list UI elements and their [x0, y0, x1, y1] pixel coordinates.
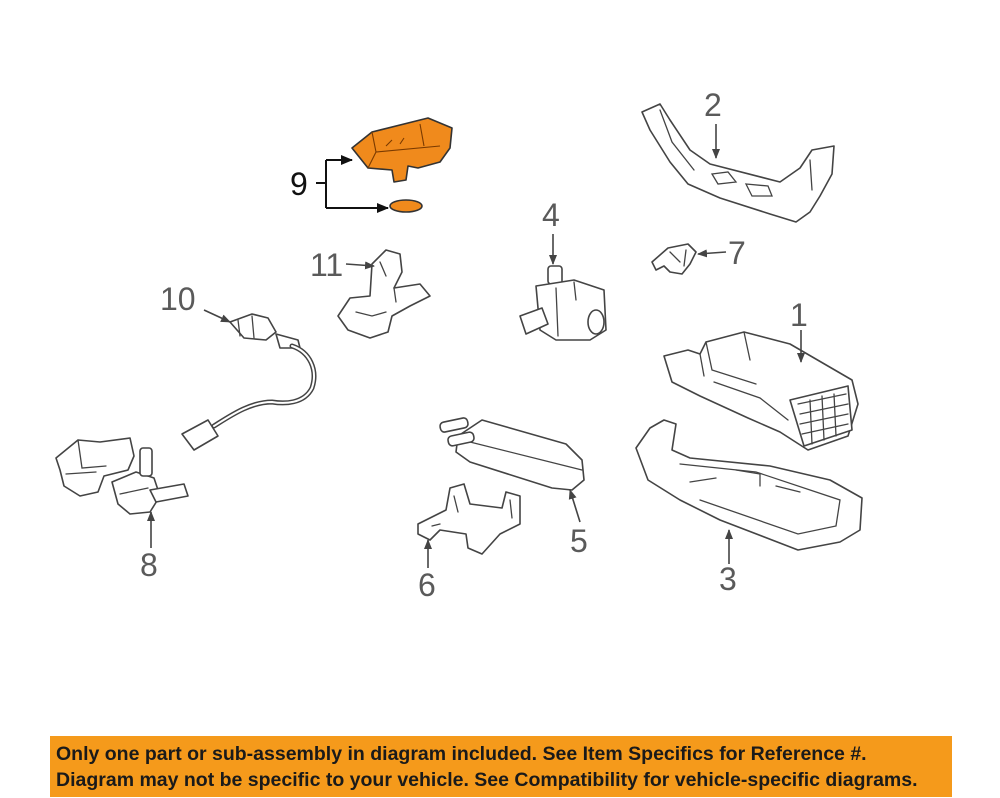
- leader-10: [203, 309, 231, 323]
- part-6-bracket: [417, 483, 521, 555]
- disclaimer-line-2: Diagram may not be specific to your vehi…: [56, 769, 918, 791]
- part-10-sensor: [181, 313, 317, 451]
- callout-4: 4: [542, 197, 560, 233]
- part-4-valve: [519, 265, 607, 341]
- callout-11: 11: [310, 247, 343, 283]
- callout-8: 8: [140, 547, 158, 583]
- callout-9-bracket: [316, 155, 389, 213]
- leader-5: [568, 489, 581, 523]
- callout-2: 2: [704, 87, 722, 123]
- disclaimer-line-1: Only one part or sub-assembly in diagram…: [56, 743, 867, 765]
- callout-7: 7: [728, 235, 746, 271]
- part-3-tray: [635, 419, 863, 551]
- callout-5: 5: [570, 523, 588, 559]
- parts-diagram: 9 2 7 4 11 10: [55, 87, 863, 603]
- part-2-bracket: [641, 103, 835, 223]
- callout-9: 9: [290, 166, 308, 202]
- part-9-highlighted-sensor: [351, 117, 453, 213]
- callout-6: 6: [418, 567, 436, 603]
- part-7-clip: [651, 243, 697, 275]
- leader-7: [697, 249, 727, 258]
- part-11-bracket: [337, 249, 431, 339]
- part-8-valve: [55, 437, 189, 515]
- part-1-canister: [663, 331, 859, 451]
- part-5-filter: [439, 417, 585, 491]
- callout-1: 1: [790, 297, 808, 333]
- callout-3: 3: [719, 561, 737, 597]
- disclaimer-banner: Only one part or sub-assembly in diagram…: [50, 736, 952, 797]
- callout-10: 10: [160, 281, 196, 317]
- leader-11: [345, 261, 375, 270]
